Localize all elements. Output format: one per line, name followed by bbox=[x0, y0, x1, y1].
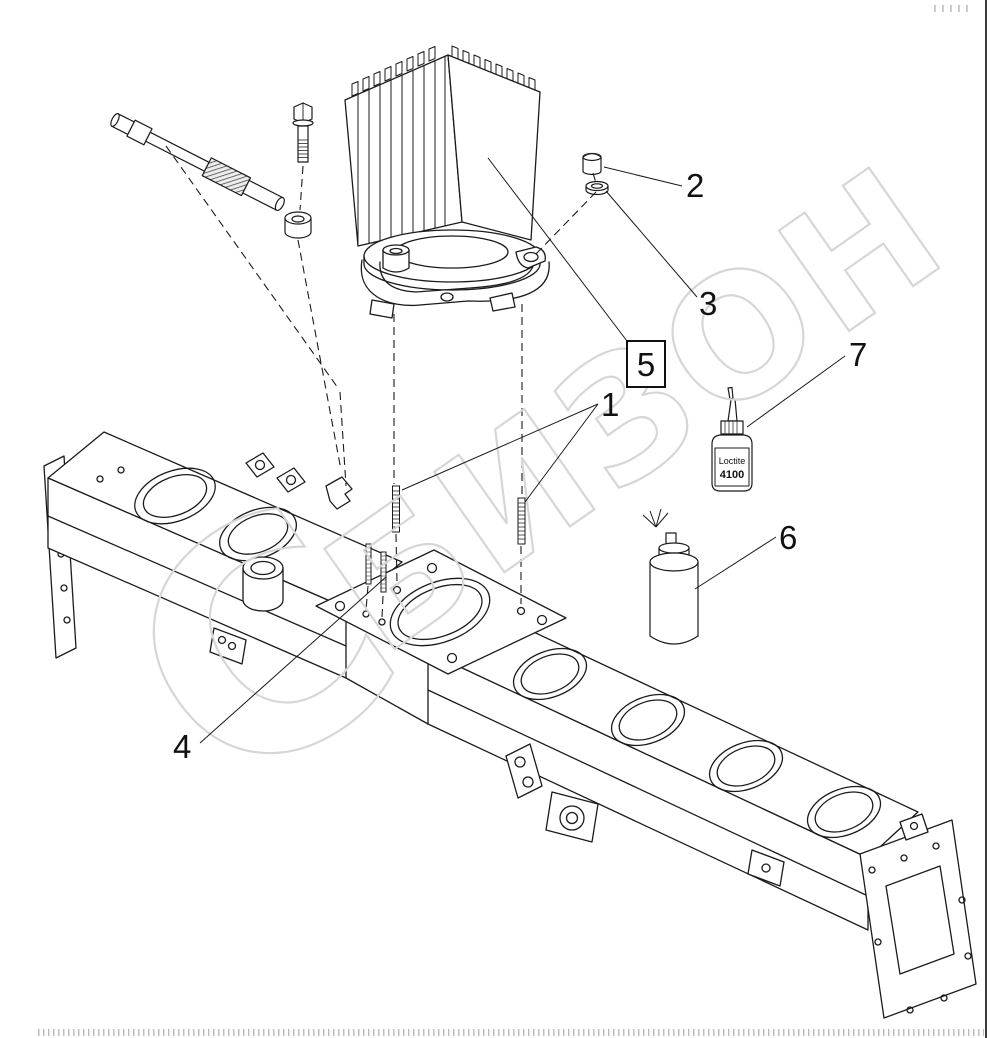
cap-nut bbox=[582, 152, 602, 176]
shaft-pin bbox=[110, 113, 285, 212]
scan-edge-line bbox=[985, 0, 987, 1038]
bottle-label-line2: 4100 bbox=[720, 469, 744, 481]
callout-5-box bbox=[626, 340, 666, 388]
callout-4: 4 bbox=[173, 728, 191, 765]
bottle-cap bbox=[720, 420, 744, 435]
gearbox-top-fins bbox=[351, 46, 436, 97]
left-beam bbox=[47, 431, 403, 679]
flat-washer bbox=[585, 180, 609, 196]
right-beam bbox=[427, 605, 919, 931]
callout-leader-lines bbox=[199, 157, 846, 744]
callout-3: 3 bbox=[699, 285, 717, 322]
callouts: 1 2 3 4 5 6 7 bbox=[173, 167, 867, 765]
bottle-label-line1: Loctite bbox=[719, 456, 746, 466]
spray-mist-icon bbox=[642, 508, 669, 528]
axle-frame-assembly bbox=[43, 431, 977, 1019]
hex-bolt bbox=[292, 102, 314, 163]
assembly-axis-lines bbox=[165, 145, 597, 619]
bottle-label bbox=[714, 447, 750, 487]
callout-2: 2 bbox=[686, 167, 704, 204]
callout-6: 6 bbox=[779, 519, 797, 556]
spray-can bbox=[642, 508, 699, 645]
gearbox-top-fins-right bbox=[451, 45, 536, 93]
bottle-nozzle-tip bbox=[727, 386, 734, 400]
gearbox-unit bbox=[344, 45, 550, 319]
bushing-cylinder bbox=[242, 556, 284, 612]
sealant-bottle: Loctite 4100 bbox=[711, 386, 753, 492]
callout-1: 1 bbox=[601, 386, 619, 423]
callout-5: 5 bbox=[637, 346, 655, 383]
scan-tick-strip bbox=[38, 1029, 984, 1036]
gearbox-side-face bbox=[447, 54, 541, 241]
corner-artifact bbox=[934, 5, 970, 12]
dowel-studs bbox=[365, 543, 387, 593]
callout-7: 7 bbox=[849, 336, 867, 373]
can-body bbox=[649, 562, 699, 645]
mounting-plate bbox=[315, 549, 567, 675]
right-end-flange bbox=[859, 813, 977, 1019]
spacer-bushing bbox=[284, 211, 312, 239]
mounting-studs bbox=[392, 485, 526, 545]
knurled-section bbox=[201, 157, 252, 197]
